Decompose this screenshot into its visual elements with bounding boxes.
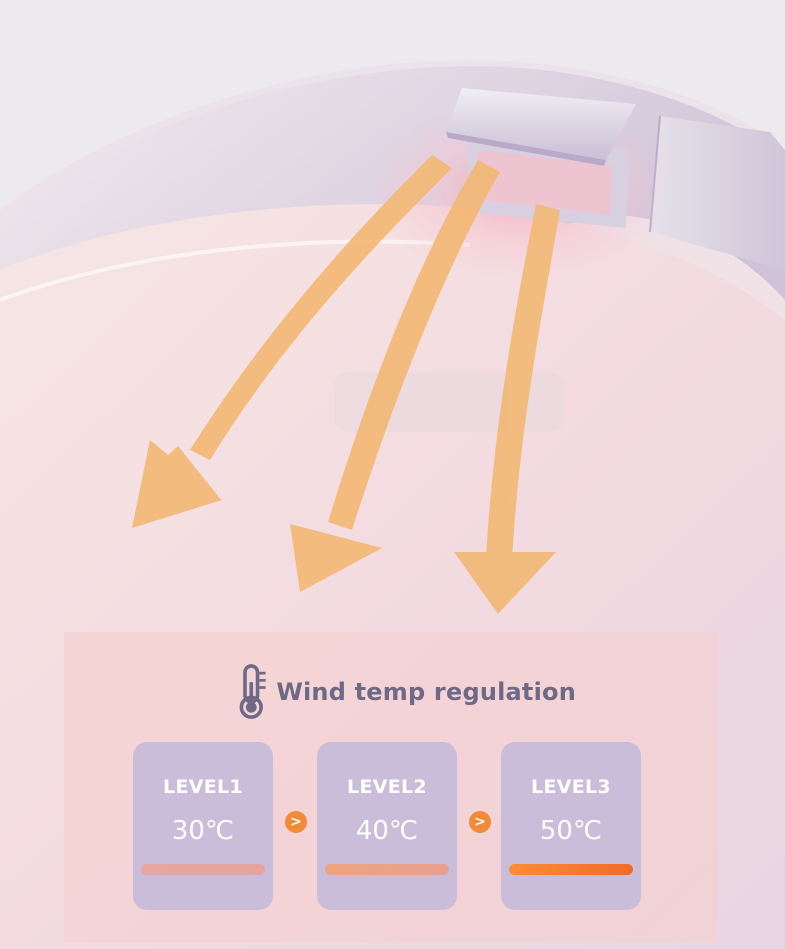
thermometer-icon (239, 664, 266, 719)
level-card-2: LEVEL2 40℃ (317, 742, 457, 910)
level-temperature: 40℃ (355, 816, 419, 846)
panel-header: Wind temp regulation (236, 656, 576, 728)
level-name: LEVEL2 (347, 776, 427, 798)
level-card-1: LEVEL1 30℃ (133, 742, 273, 910)
level-intensity-bar (141, 864, 265, 875)
panel-title: Wind temp regulation (276, 678, 576, 706)
level-card-3: LEVEL3 50℃ (501, 742, 641, 910)
level-intensity-bar (325, 864, 449, 875)
chevron-right-icon: > (285, 811, 307, 833)
level-intensity-bar (509, 864, 633, 875)
level-temperature: 50℃ (539, 816, 603, 846)
chevron-right-icon: > (469, 811, 491, 833)
level-name: LEVEL3 (531, 776, 611, 798)
level-temperature: 30℃ (171, 816, 235, 846)
level-name: LEVEL1 (163, 776, 243, 798)
